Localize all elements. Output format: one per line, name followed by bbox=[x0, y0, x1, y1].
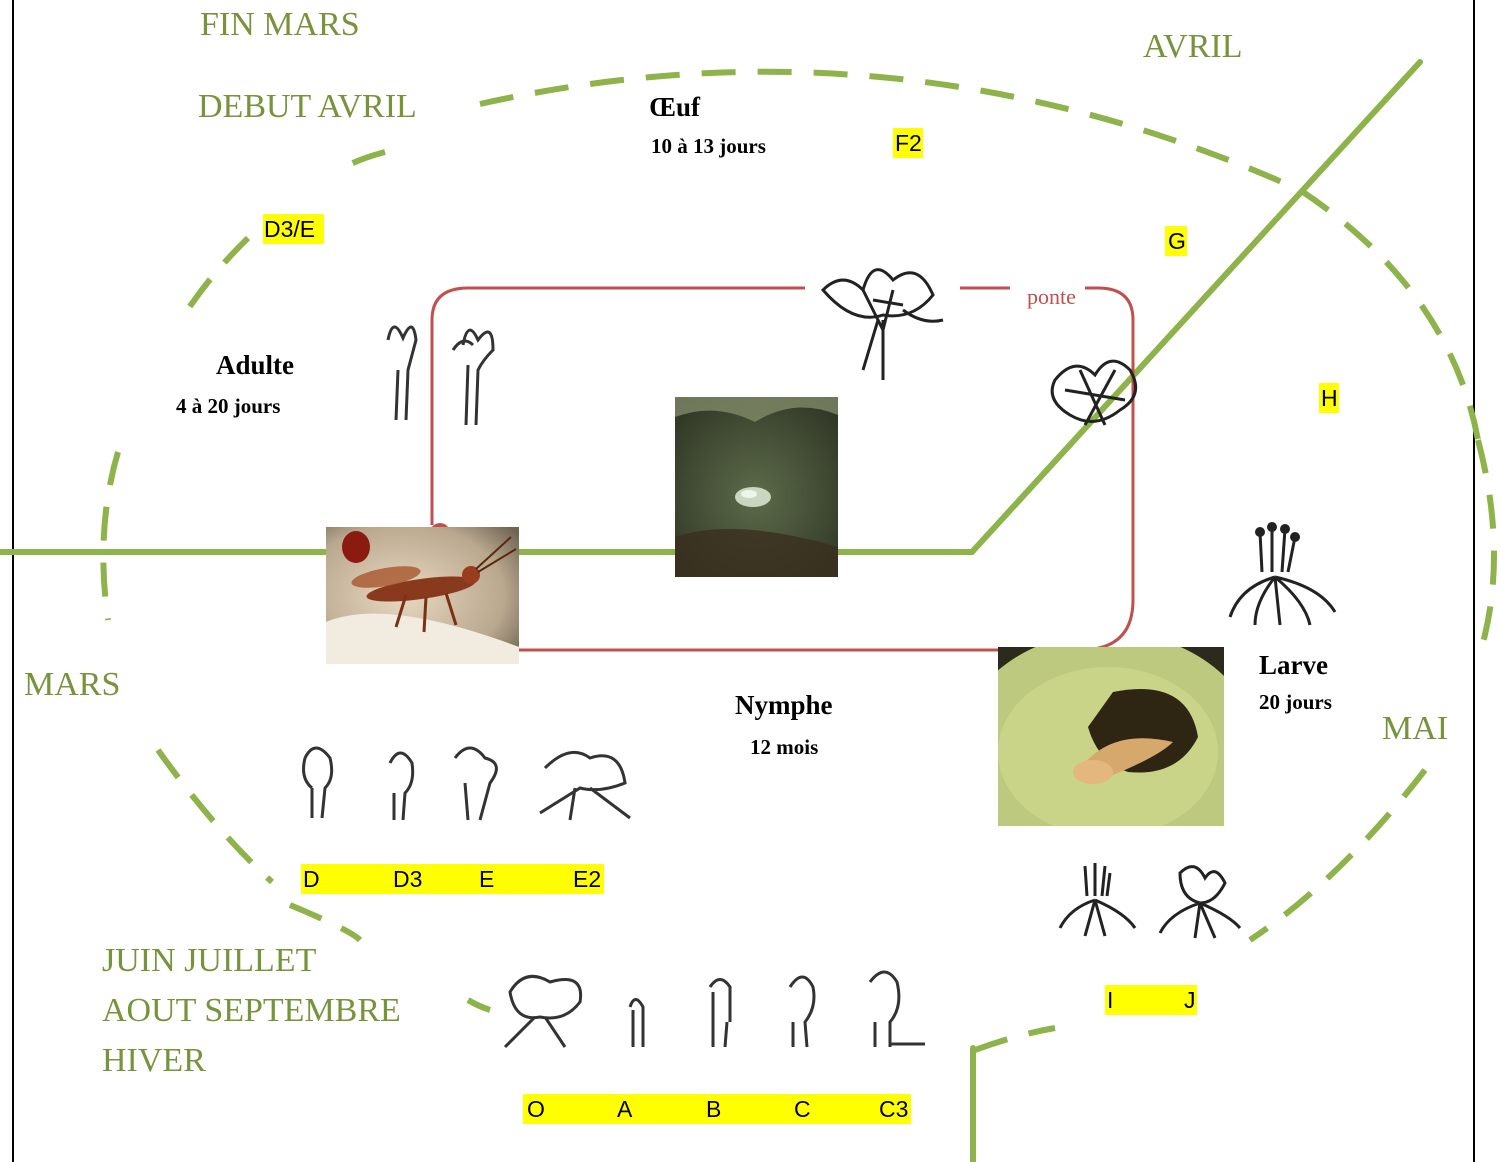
season-arc-upper-left-2 bbox=[178, 238, 248, 325]
label-row-ij: I J bbox=[1105, 985, 1197, 1015]
month-avril: AVRIL bbox=[1143, 30, 1243, 64]
label-d3e: D3/E bbox=[263, 214, 324, 244]
ponte-label: ponte bbox=[1027, 284, 1076, 310]
season-arc-upper-left-1 bbox=[340, 152, 385, 170]
season-arc-lower-right bbox=[1250, 770, 1425, 940]
stage-oeuf-title: Œuf bbox=[649, 92, 700, 123]
month-juin-juillet: JUIN JUILLET bbox=[102, 936, 401, 986]
label-c3: C3 bbox=[879, 1094, 908, 1124]
stage-oeuf-duration: 10 à 13 jours bbox=[651, 134, 766, 159]
label-c: C bbox=[794, 1094, 811, 1124]
stage-adulte-duration: 4 à 20 jours bbox=[176, 394, 280, 419]
month-hiver: HIVER bbox=[102, 1036, 401, 1086]
label-g: G bbox=[1165, 226, 1187, 256]
label-d3e-text: D3/E bbox=[264, 214, 315, 244]
label-i: I bbox=[1107, 985, 1113, 1015]
label-a: A bbox=[617, 1094, 632, 1124]
season-arc-bottom-right bbox=[975, 1028, 1055, 1050]
label-d: D bbox=[303, 864, 320, 894]
photo-larva-in-fruit bbox=[998, 647, 1224, 826]
label-d3: D3 bbox=[393, 864, 422, 894]
stage-larve-title: Larve bbox=[1259, 650, 1328, 681]
sketch-bud-f2 bbox=[803, 250, 958, 385]
season-arc-lower-left bbox=[158, 750, 272, 882]
photo-egg bbox=[675, 397, 838, 577]
season-arc-right bbox=[1478, 440, 1494, 660]
month-aout-septembre: AOUT SEPTEMBRE bbox=[102, 986, 401, 1036]
sketch-buds-d-d3-e-e2 bbox=[290, 738, 662, 824]
label-f2: F2 bbox=[893, 128, 923, 158]
label-h: H bbox=[1319, 383, 1339, 413]
label-row-o: O A B C C3 bbox=[523, 1094, 911, 1124]
sketch-buds-o-a-b-c-c3 bbox=[485, 962, 940, 1050]
label-f2-text: F2 bbox=[895, 128, 922, 158]
stage-nymphe-title: Nymphe bbox=[735, 690, 833, 721]
month-mars: MARS bbox=[24, 668, 120, 702]
sketch-bud-h bbox=[1210, 517, 1345, 629]
month-fin-mars: FIN MARS bbox=[200, 8, 360, 42]
sketch-bud-g bbox=[1035, 340, 1155, 455]
sketch-buds-i-j bbox=[1055, 858, 1245, 940]
stage-adulte-title: Adulte bbox=[216, 350, 294, 381]
sketch-buds-d3-e bbox=[368, 310, 523, 440]
month-debut-avril: DEBUT AVRIL bbox=[198, 90, 417, 124]
season-arc-left bbox=[103, 452, 118, 620]
label-e: E bbox=[479, 864, 494, 894]
label-j: J bbox=[1184, 985, 1196, 1015]
label-row-d: D D3 E E2 bbox=[301, 864, 604, 894]
label-e2: E2 bbox=[573, 864, 601, 894]
label-h-text: H bbox=[1321, 383, 1338, 413]
month-summer-winter-block: JUIN JUILLET AOUT SEPTEMBRE HIVER bbox=[102, 936, 401, 1086]
label-b: B bbox=[706, 1094, 721, 1124]
season-arc-bottom-left bbox=[290, 905, 360, 940]
month-mai: MAI bbox=[1382, 712, 1448, 746]
stage-larve-duration: 20 jours bbox=[1259, 690, 1332, 715]
label-o: O bbox=[527, 1094, 545, 1124]
stage-nymphe-duration: 12 mois bbox=[750, 735, 818, 760]
label-g-text: G bbox=[1168, 226, 1186, 256]
photo-adult-sawfly bbox=[326, 527, 519, 664]
